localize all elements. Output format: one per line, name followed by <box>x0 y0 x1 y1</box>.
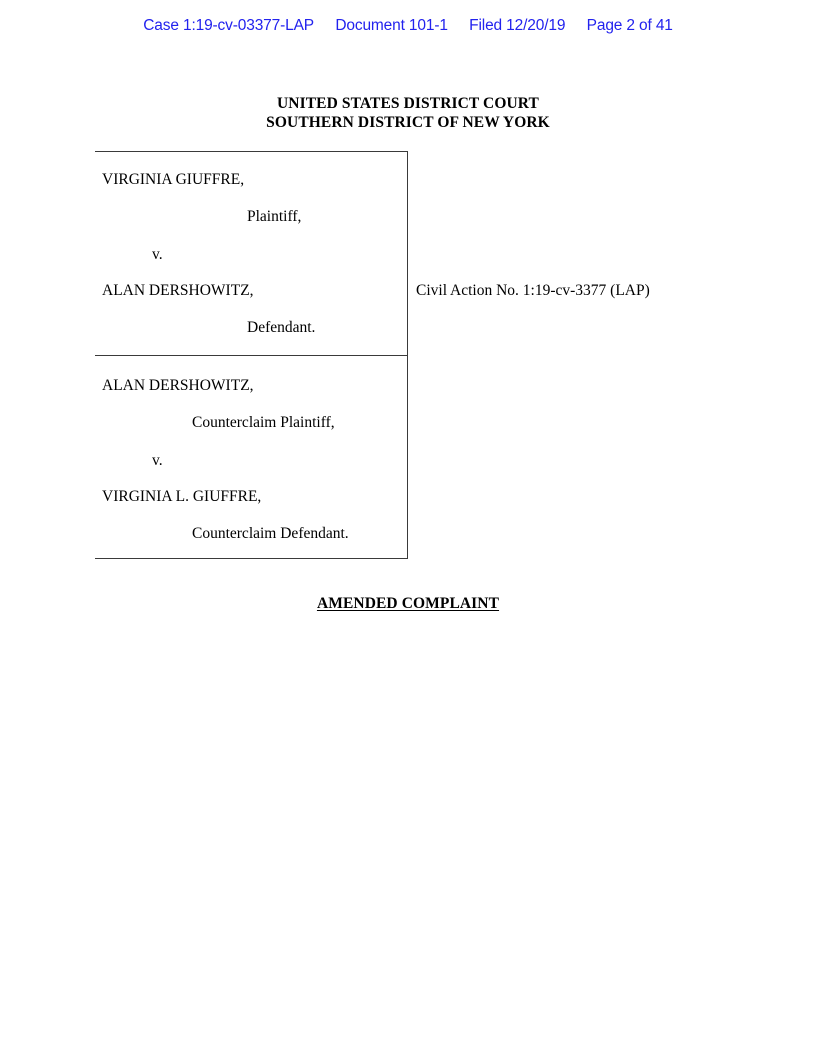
counterclaim-plaintiff-name: ALAN DERSHOWITZ, <box>102 377 254 394</box>
caption-upper-section: VIRGINIA GIUFFRE, Plaintiff, v. ALAN DER… <box>95 151 408 355</box>
court-header: UNITED STATES DISTRICT COURT SOUTHERN DI… <box>0 95 816 132</box>
counterclaim-plaintiff-role-label: Counterclaim Plaintiff, <box>192 414 335 431</box>
ecf-document-number: Document 101-1 <box>335 17 448 34</box>
ecf-page-number: Page 2 of 41 <box>586 17 673 34</box>
defendant-role-label: Defendant. <box>247 319 316 336</box>
plaintiff-role-label: Plaintiff, <box>247 208 302 225</box>
counterclaim-defendant-name: VIRGINIA L. GIUFFRE, <box>102 488 262 505</box>
document-title: AMENDED COMPLAINT <box>0 595 816 613</box>
counterclaim-defendant-role-label: Counterclaim Defendant. <box>192 525 349 542</box>
ecf-header-stamp: Case 1:19-cv-03377-LAP Document 101-1 Fi… <box>0 17 816 35</box>
court-name-line-1: UNITED STATES DISTRICT COURT <box>277 95 539 112</box>
ecf-case-number: Case 1:19-cv-03377-LAP <box>143 17 314 34</box>
versus-label-lower: v. <box>152 452 163 469</box>
caption-lower-section: ALAN DERSHOWITZ, Counterclaim Plaintiff,… <box>95 355 408 558</box>
case-caption-block: VIRGINIA GIUFFRE, Plaintiff, v. ALAN DER… <box>95 151 408 559</box>
versus-label-upper: v. <box>152 246 163 263</box>
caption-rule-top <box>95 151 408 152</box>
ecf-filed-date: Filed 12/20/19 <box>469 17 566 34</box>
court-name-line-2: SOUTHERN DISTRICT OF NEW YORK <box>266 113 550 131</box>
defendant-name: ALAN DERSHOWITZ, <box>102 282 254 299</box>
caption-rule-middle <box>95 355 408 356</box>
caption-rule-vertical <box>407 151 408 558</box>
civil-action-number: Civil Action No. 1:19-cv-3377 (LAP) <box>416 282 650 299</box>
plaintiff-name: VIRGINIA GIUFFRE, <box>102 171 245 188</box>
document-title-text: AMENDED COMPLAINT <box>316 595 500 612</box>
caption-rule-bottom <box>95 558 408 559</box>
